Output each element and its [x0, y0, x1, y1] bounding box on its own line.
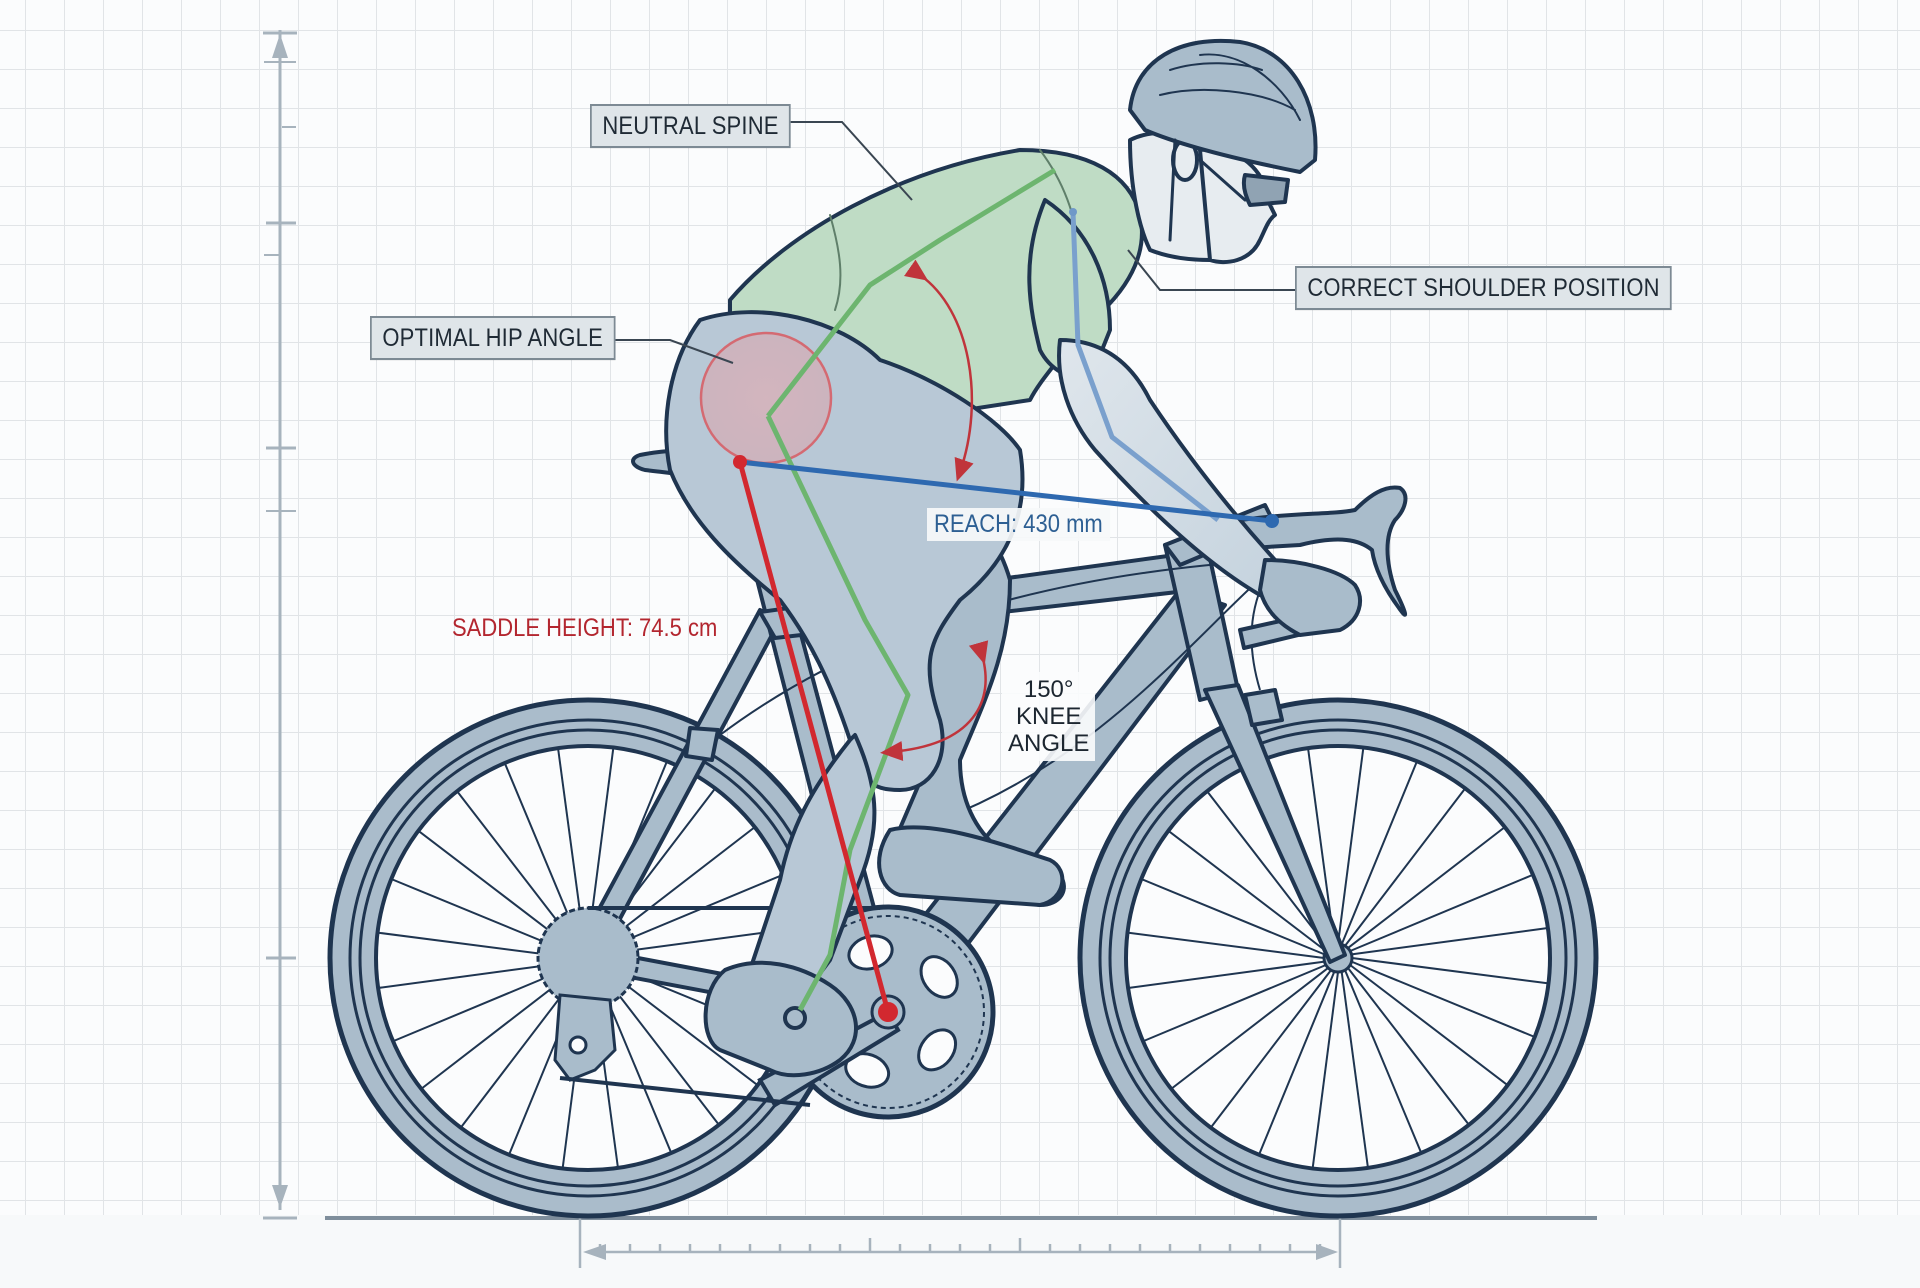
knee-angle-line3: ANGLE: [1008, 730, 1090, 757]
leg-line: [765, 414, 911, 1012]
hip-highlight: [699, 331, 833, 465]
callout-optimal-hip-text: OPTIMAL HIP ANGLE: [382, 324, 603, 352]
callout-correct-shoulder-text: CORRECT SHOULDER POSITION: [1307, 274, 1660, 302]
saddle-height-measurement-label: SADDLE HEIGHT: 74.5 cm: [452, 614, 717, 643]
reach-value: REACH: 430 mm: [934, 510, 1103, 538]
reach-line: [739, 459, 1273, 524]
reach-measurement-label: REACH: 430 mm: [927, 508, 1110, 541]
saddle-height-line: [737, 461, 891, 1013]
knee-angle-arc: [880, 640, 989, 761]
callout-neutral-spine: NEUTRAL SPINE: [590, 104, 791, 148]
rear-derailleur: [536, 906, 640, 1082]
saddle-height-value: SADDLE HEIGHT: 74.5 cm: [452, 614, 718, 642]
callout-optimal-hip: OPTIMAL HIP ANGLE: [370, 316, 616, 360]
callout-leaders: [615, 121, 1295, 364]
knee-angle-line2: KNEE: [1016, 703, 1082, 730]
shoulder-arm-line: [1070, 211, 1220, 522]
callout-neutral-spine-text: NEUTRAL SPINE: [602, 112, 779, 140]
knee-angle-measurement-label: 150° KNEE ANGLE: [1002, 672, 1096, 761]
knee-angle-value: 150°: [1023, 676, 1074, 703]
vertical-ruler: [263, 30, 297, 1220]
hip-angle-arc: [904, 259, 974, 482]
callout-correct-shoulder: CORRECT SHOULDER POSITION: [1295, 266, 1673, 310]
